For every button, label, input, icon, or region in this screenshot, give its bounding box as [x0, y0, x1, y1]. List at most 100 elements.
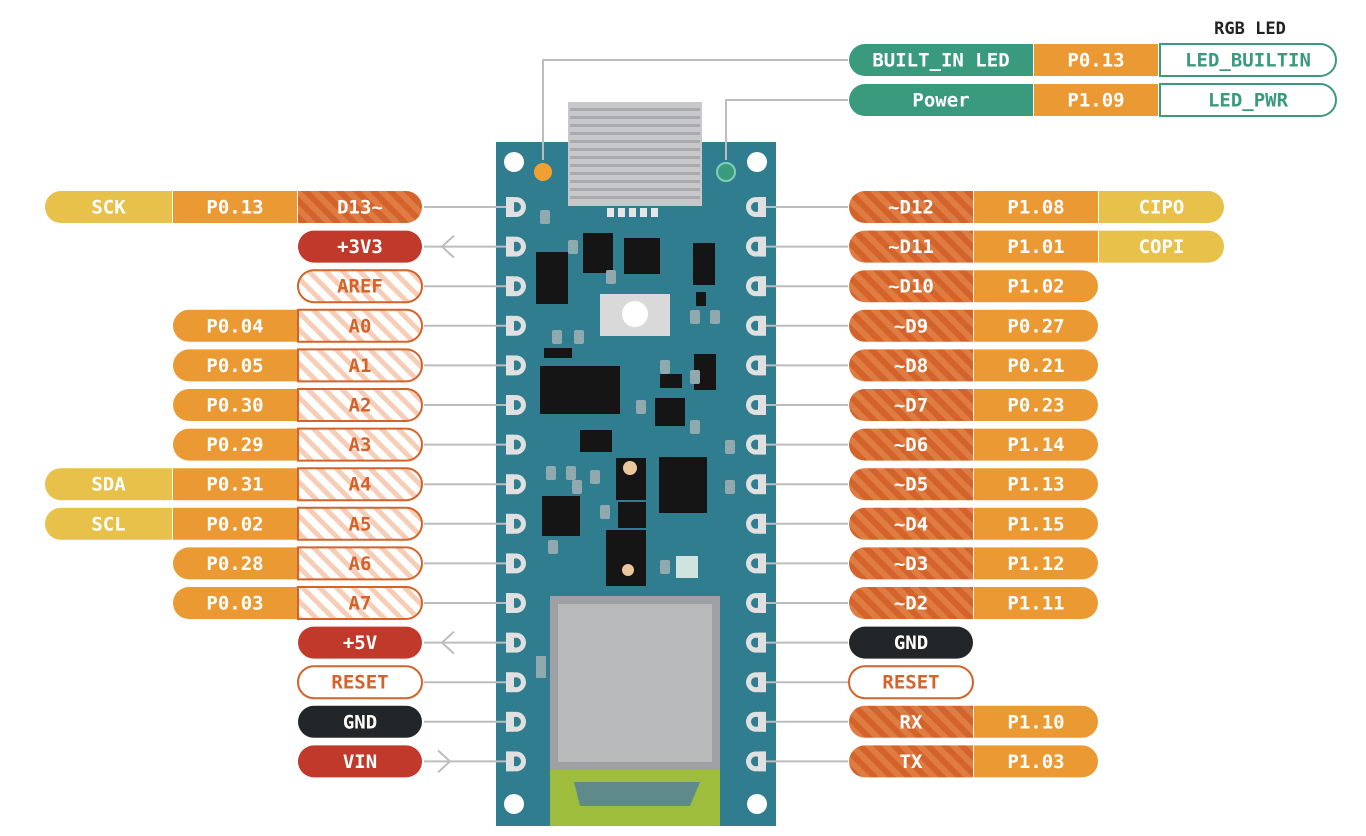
port-label: P0.29: [173, 428, 297, 461]
pin-label: +5V: [298, 626, 422, 659]
port-label-text: P0.31: [206, 474, 263, 496]
smd-component: [660, 360, 670, 374]
pin-pad: [506, 553, 526, 574]
pin-pad: [746, 355, 766, 376]
pin-label: ~D6: [849, 428, 973, 461]
smd-component: [566, 466, 576, 480]
pin-label: ~D12: [849, 191, 973, 223]
port-label: P1.15: [974, 507, 1098, 540]
pin-pad: [506, 751, 526, 772]
pin-pad: [746, 593, 766, 613]
left-pin-row: RESET: [297, 665, 526, 700]
chip: [624, 238, 660, 274]
smd-component: [710, 310, 720, 324]
pin-label-text: RESET: [882, 672, 939, 694]
port-label: P1.11: [974, 587, 1098, 619]
pin-label-text: ~D3: [894, 553, 928, 575]
led-port-label-text: P1.09: [1067, 90, 1124, 112]
chip: [583, 233, 613, 273]
pin-label-text: ~D7: [894, 395, 928, 417]
port-label: P0.02: [173, 507, 297, 540]
pin-label: A5: [297, 506, 423, 541]
smd-component: [690, 370, 700, 384]
led-port-label: P1.09: [1034, 84, 1158, 116]
port-label-text: P0.28: [206, 553, 263, 575]
pin-pad: [746, 751, 766, 772]
port-label-text: P1.13: [1007, 474, 1064, 496]
pin-label: A2: [297, 388, 423, 422]
pin-label-text: ~D12: [888, 197, 934, 219]
port-label-text: P1.10: [1007, 711, 1064, 733]
pin-pad: [746, 474, 766, 495]
pin-label: TX: [849, 745, 973, 778]
usb-connector: [568, 102, 702, 217]
rgb-led-header: RGB LED: [1214, 19, 1286, 39]
port-label: P1.14: [974, 428, 1098, 461]
port-label-text: P0.23: [1007, 395, 1064, 417]
pin-label-text: ~D10: [888, 276, 934, 298]
pin-label-text: D13~: [337, 197, 383, 219]
pin-label-text: A2: [349, 395, 372, 417]
pin-pad: [746, 553, 766, 574]
pin-pad: [746, 236, 766, 257]
arrow-out-icon: [440, 630, 455, 655]
chip: [606, 530, 646, 586]
port-label-text: P1.02: [1007, 276, 1064, 298]
chip: [659, 457, 707, 513]
smd-component: [536, 656, 546, 678]
port-label: P0.04: [173, 309, 297, 342]
function-label-text: SCL: [91, 513, 125, 535]
pin-pad: [506, 711, 526, 732]
port-label-text: P0.05: [206, 355, 263, 377]
smd-component: [568, 240, 578, 254]
pin-label: ~D4: [849, 507, 973, 540]
port-label: P0.13: [173, 191, 297, 223]
smd-component: [725, 480, 735, 494]
pin-pad: [746, 395, 766, 415]
mounting-hole: [504, 794, 524, 814]
port-label-text: P0.27: [1007, 315, 1064, 337]
right-pin-row: GND: [746, 626, 973, 659]
sensor: [676, 556, 698, 578]
right-pin-row: ~D7 P0.23: [746, 389, 1098, 421]
pin-pad: [746, 315, 766, 336]
port-label: P1.10: [974, 705, 1098, 738]
pin-label-text: +5V: [343, 632, 377, 654]
port-label-text: P0.21: [1007, 355, 1064, 377]
port-label-text: P0.02: [206, 513, 263, 535]
smd-component: [660, 560, 670, 574]
pin-label-text: A0: [349, 315, 372, 337]
mounting-hole: [747, 794, 767, 814]
smd-component: [606, 270, 616, 284]
pin-label: A3: [297, 427, 423, 462]
reset-button: [600, 294, 670, 336]
pin-label-text: GND: [343, 711, 377, 733]
port-label-text: P1.08: [1007, 197, 1064, 219]
arduino-nano-board: [496, 102, 776, 826]
pin-pad: [506, 672, 526, 693]
pin-label-text: A7: [349, 593, 372, 615]
pin-label: ~D8: [849, 349, 973, 382]
port-label-text: P0.13: [206, 197, 263, 219]
right-pin-row: ~D8 P0.21: [746, 349, 1098, 382]
pin-pad: [506, 315, 526, 336]
smd-component: [690, 420, 700, 434]
pin-pad: [506, 513, 526, 534]
pin-label: AREF: [297, 269, 423, 304]
builtin-led: [534, 163, 552, 181]
chip: [580, 430, 612, 452]
mounting-hole: [504, 152, 524, 172]
port-label: P1.13: [974, 468, 1098, 501]
function-label-text: SDA: [91, 474, 126, 496]
pin-pad: [506, 474, 526, 495]
smd-component: [636, 400, 646, 414]
pin-label-text: A3: [349, 434, 372, 456]
left-pin-row: +3V3: [298, 230, 526, 263]
right-pin-row: ~D10 P1.02: [746, 270, 1098, 303]
left-pin-row: +5V: [298, 626, 526, 659]
pin-label-text: ~D8: [894, 355, 928, 377]
port-label: P1.08: [974, 191, 1098, 223]
